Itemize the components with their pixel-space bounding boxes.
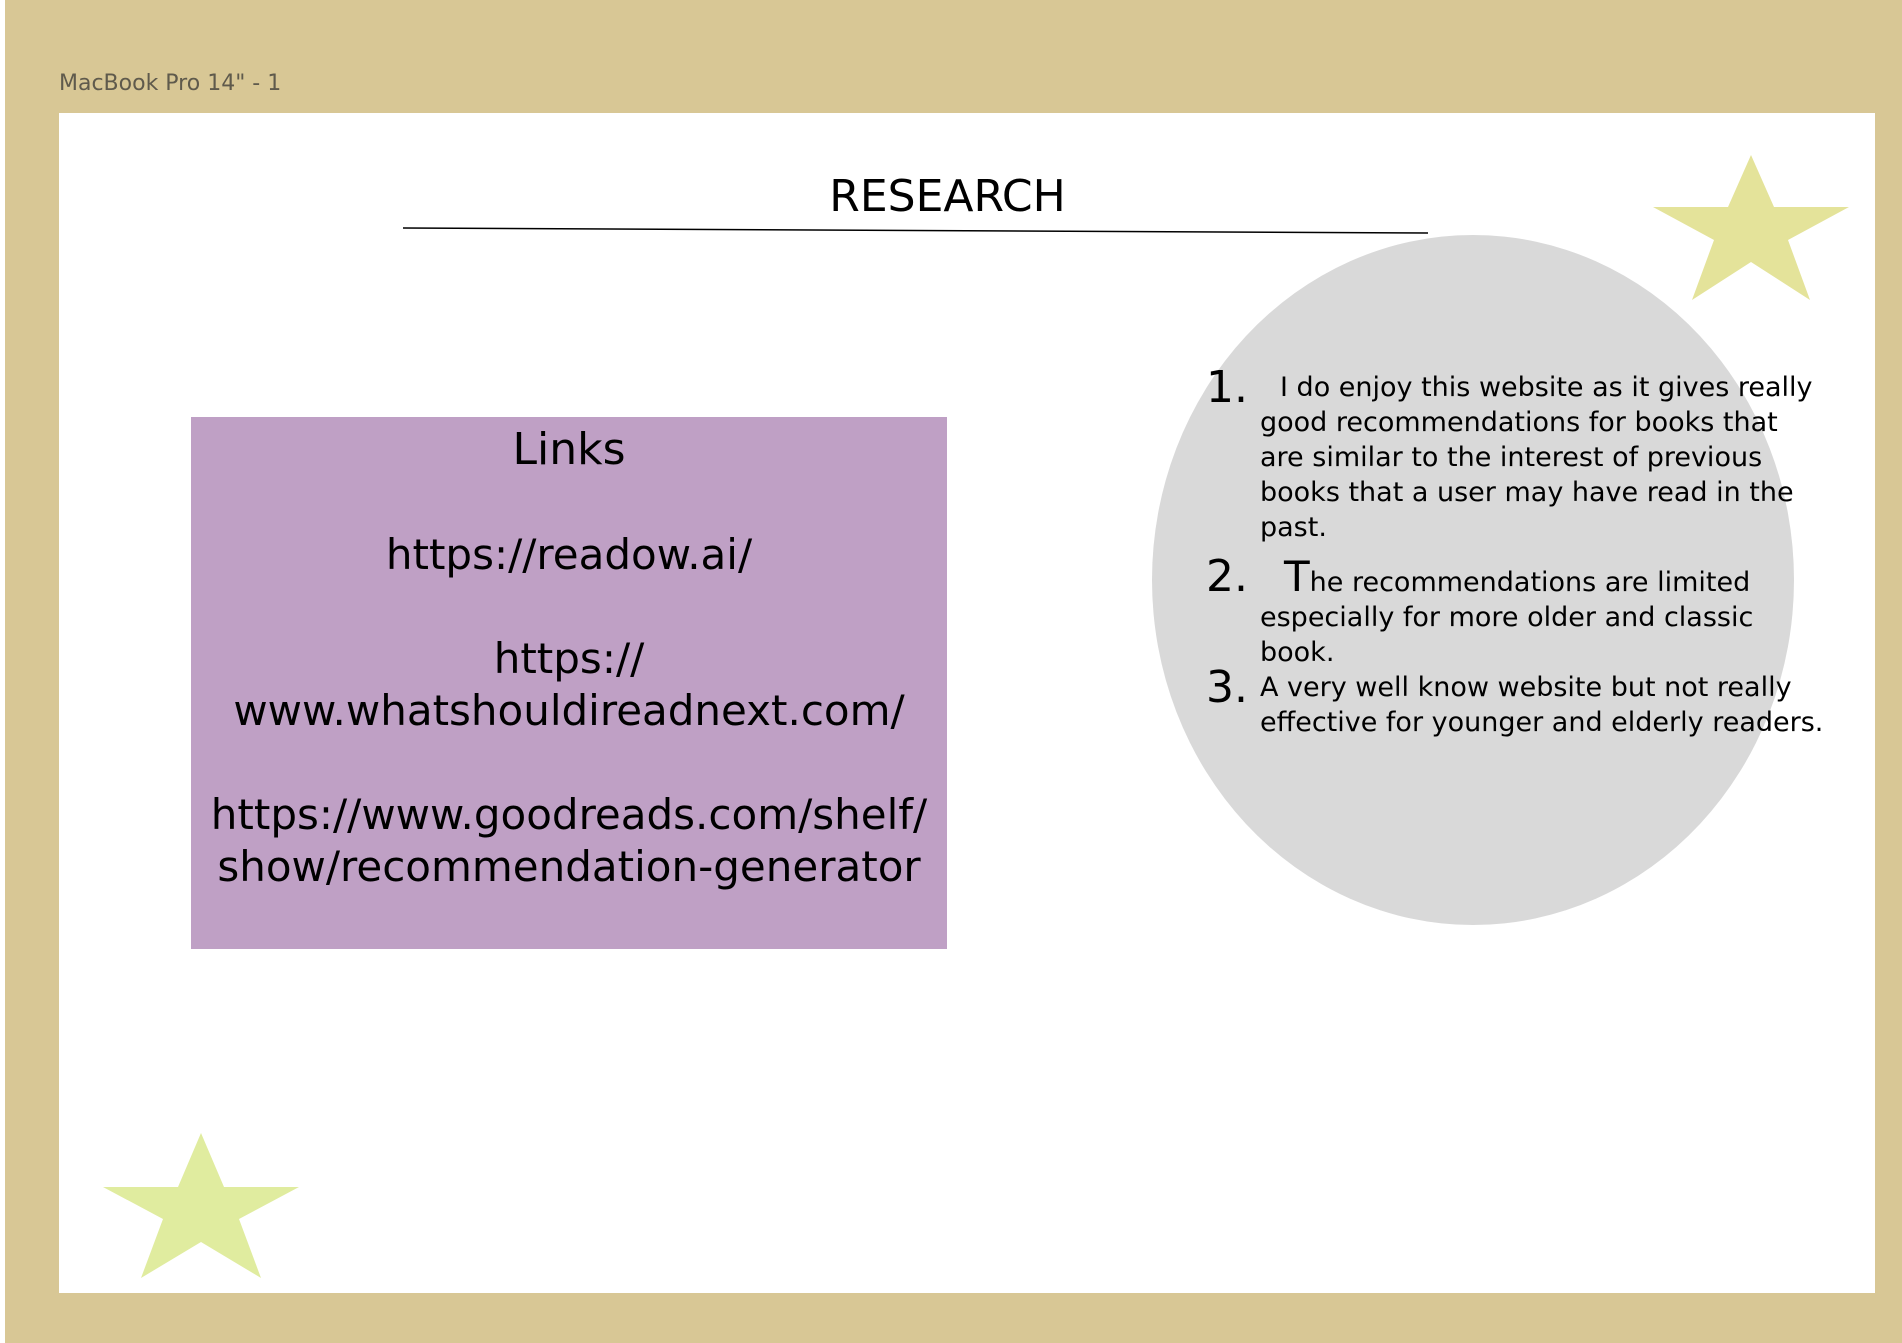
star-icon [103, 1133, 299, 1278]
note-item: 3. A very well know website but not real… [1206, 666, 1826, 740]
note-item: 1. I do enjoy this website as it gives r… [1206, 366, 1826, 545]
link-readow[interactable]: https://readow.ai/ [385, 530, 753, 579]
link-whatshouldireadnext[interactable]: https:// www.whatshouldireadnext.com/ [233, 634, 905, 735]
note-number: 3. [1206, 662, 1248, 713]
link-goodreads[interactable]: https://www.goodreads.com/shelf/ show/re… [210, 790, 928, 891]
note-item: 2. The recommendations are limited espec… [1206, 555, 1826, 670]
notes-ellipse [1152, 235, 1794, 925]
top-star-shape [1653, 155, 1849, 300]
star-icon [1653, 155, 1849, 300]
note-lead: I [1280, 372, 1288, 403]
note-number: 2. [1206, 551, 1248, 602]
links-heading: Links [512, 424, 626, 475]
bottom-star-shape [103, 1133, 299, 1278]
page-title: RESEARCH [829, 171, 1066, 222]
frame-canvas: RESEARCH 1. I do enjoy this website as i… [59, 113, 1875, 1293]
note-text: he recommendations are limited especiall… [1260, 567, 1754, 668]
note-lead: T [1284, 552, 1310, 601]
note-text: do enjoy this website as it gives really… [1260, 372, 1813, 543]
canvas-left-edge [0, 0, 5, 1343]
title-underline [402, 227, 1429, 234]
note-text: A very well know website but not really … [1260, 672, 1824, 738]
links-panel: Links https://readow.ai/ https:// www.wh… [191, 417, 947, 949]
notes-list: 1. I do enjoy this website as it gives r… [1206, 366, 1826, 740]
note-number: 1. [1206, 362, 1248, 413]
frame-label[interactable]: MacBook Pro 14" - 1 [59, 71, 282, 96]
